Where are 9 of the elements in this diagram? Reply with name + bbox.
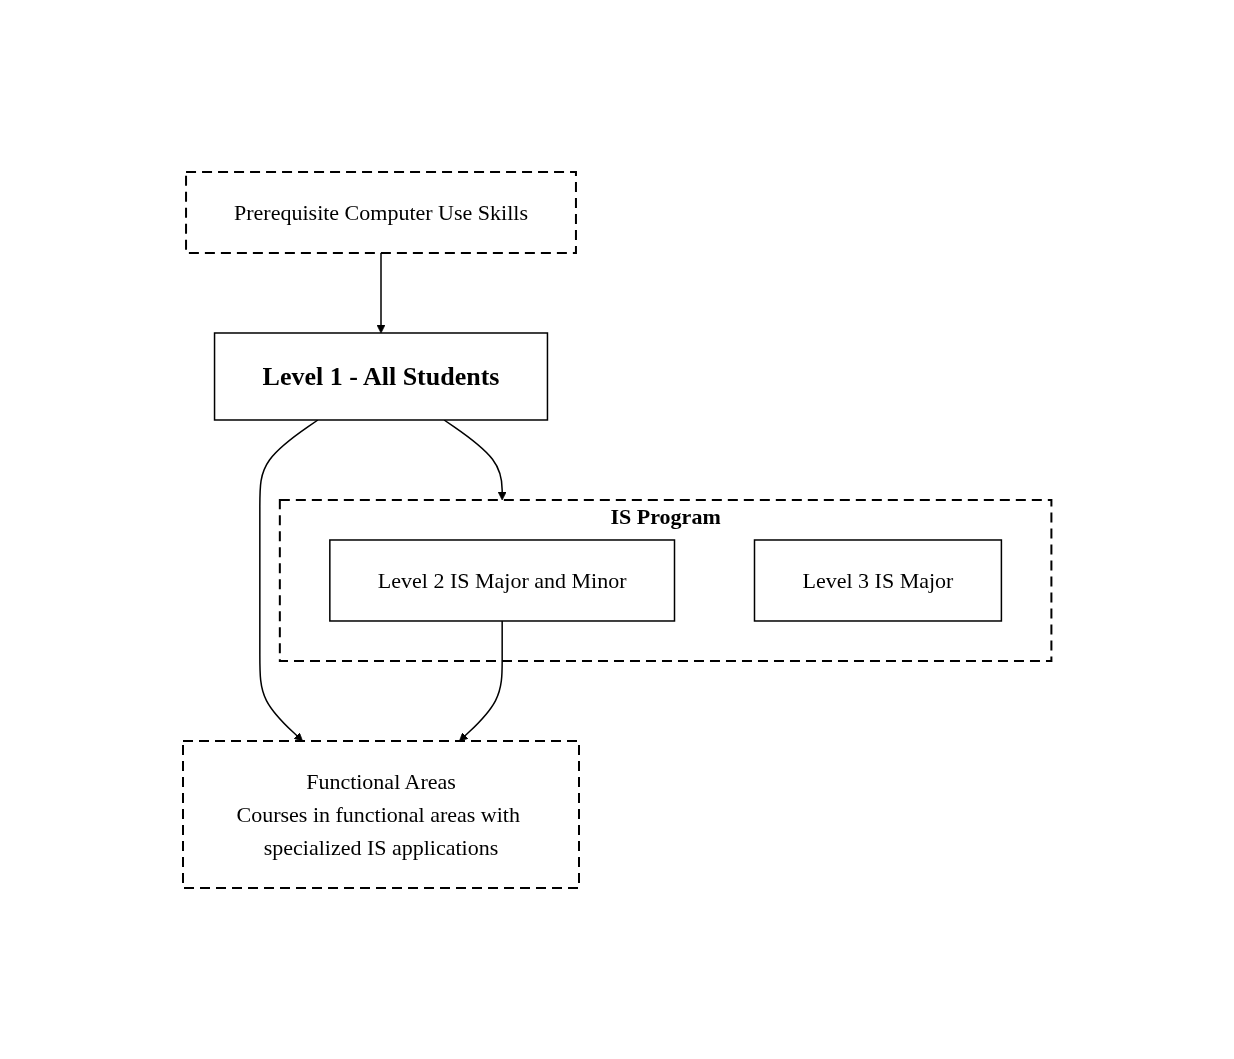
node-box: Functional Areas Courses in functional areas with specialized IS applications [181, 739, 580, 889]
arrow [458, 619, 503, 741]
node-box: Level 1 - All Students [213, 331, 548, 421]
node-box: Level 3 IS Major [753, 538, 1002, 622]
node-box: Prerequisite Computer Use Skills [184, 170, 577, 254]
node-box: Level 2 IS Major and Minor [328, 538, 676, 622]
arrow [443, 418, 507, 500]
arrow [376, 251, 386, 333]
arrow [258, 418, 319, 741]
